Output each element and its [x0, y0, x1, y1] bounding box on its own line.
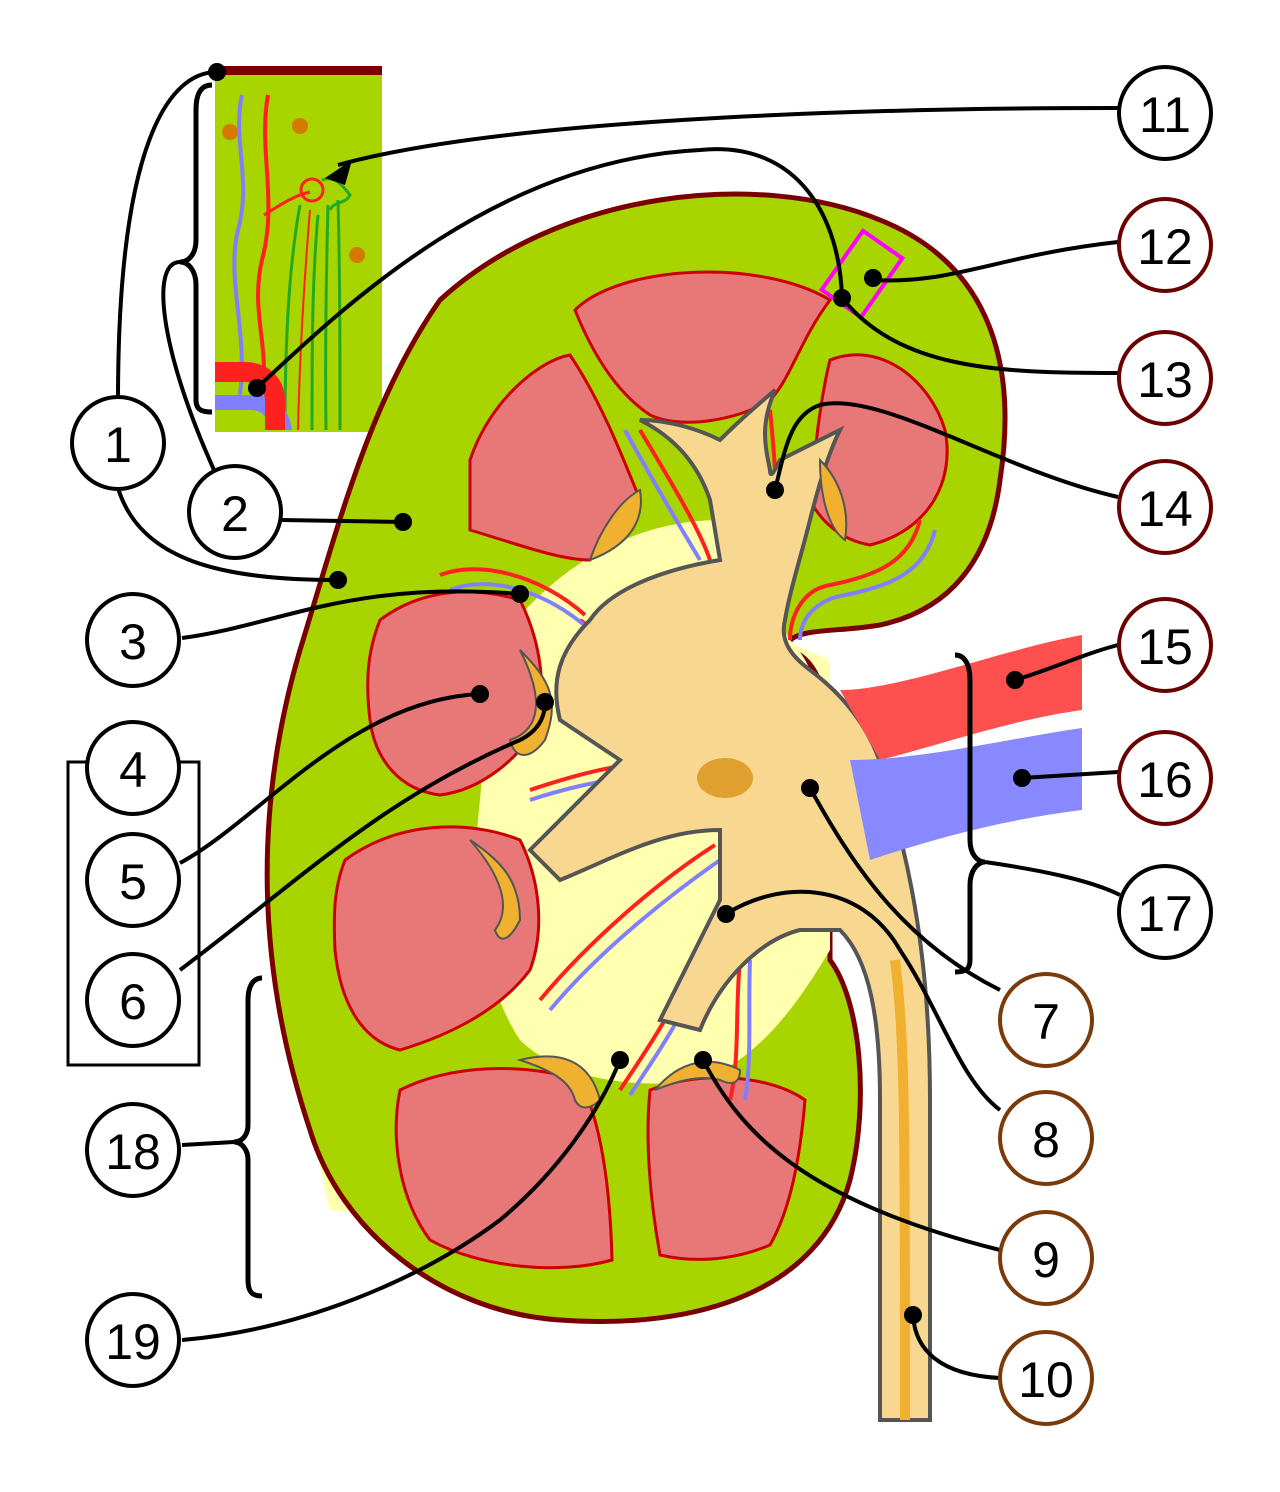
label-3-text: 3 — [119, 614, 147, 670]
label-4: 4 — [85, 720, 181, 816]
label-8: 8 — [998, 1090, 1094, 1186]
label-8-text: 8 — [1032, 1112, 1060, 1168]
label-6: 6 — [85, 952, 181, 1048]
label-2: 2 — [187, 464, 283, 560]
label-17-text: 17 — [1137, 886, 1193, 942]
label-19-circle — [85, 1292, 181, 1388]
label-13-text: 13 — [1137, 352, 1193, 408]
label-14-text: 14 — [1137, 481, 1193, 537]
label-7: 7 — [998, 972, 1094, 1068]
label-19-text: 19 — [105, 1314, 161, 1370]
label-15: 15 — [1117, 597, 1213, 693]
label-11: 11 — [1117, 65, 1213, 161]
label-7-circle — [998, 972, 1094, 1068]
pyramid-bottom-left — [394, 1067, 614, 1270]
label-14-circle — [1117, 459, 1213, 555]
label-9-text: 9 — [1032, 1232, 1060, 1288]
label-4-text: 4 — [119, 742, 147, 798]
label-14: 14 — [1117, 459, 1213, 555]
label-9-circle — [998, 1210, 1094, 1306]
pyramid-lower-left — [332, 825, 541, 1052]
label-9: 9 — [998, 1210, 1094, 1306]
label-3-circle — [85, 592, 181, 688]
label-11-text: 11 — [1139, 87, 1191, 143]
label-13-circle — [1117, 330, 1213, 426]
label-15-circle — [1117, 597, 1213, 693]
label-1-text: 1 — [104, 417, 132, 473]
inset-detail — [215, 66, 382, 432]
renal-vein — [850, 728, 1082, 860]
label-17: 17 — [1117, 864, 1213, 960]
label-3: 3 — [85, 592, 181, 688]
renal-artery — [840, 635, 1082, 760]
label-12-circle — [1117, 197, 1213, 293]
pyramid-bottom-right — [646, 1076, 807, 1261]
label-6-circle — [85, 952, 181, 1048]
label-5-circle — [85, 832, 181, 928]
leader-lines — [116, 63, 1121, 1380]
label-1-circle — [70, 395, 166, 491]
label-10: 10 — [998, 1330, 1094, 1426]
label-17-circle — [1117, 864, 1213, 960]
label-12-text: 12 — [1137, 219, 1193, 275]
pyramid-upper-left — [468, 353, 642, 562]
label-5: 5 — [85, 832, 181, 928]
label-16-text: 16 — [1137, 752, 1193, 808]
label-6-text: 6 — [119, 974, 147, 1030]
label-2-circle — [187, 464, 283, 560]
label-4-circle — [85, 720, 181, 816]
kidney — [264, 191, 1082, 1422]
label-19: 19 — [85, 1292, 181, 1388]
label-8-circle — [998, 1090, 1094, 1186]
label-18-text: 18 — [105, 1124, 161, 1180]
label-16-circle — [1117, 730, 1213, 826]
renal-pelvis — [527, 388, 932, 1422]
label-5-text: 5 — [119, 854, 147, 910]
label-2-text: 2 — [221, 486, 249, 542]
label-16: 16 — [1117, 730, 1213, 826]
label-18-circle — [85, 1102, 181, 1198]
label-7-text: 7 — [1032, 994, 1060, 1050]
label-1: 1 — [70, 395, 166, 491]
label-10-circle — [998, 1330, 1094, 1426]
label-18: 18 — [85, 1102, 181, 1198]
label-10-text: 10 — [1018, 1352, 1074, 1408]
label-12: 12 — [1117, 197, 1213, 293]
label-11-circle — [1117, 65, 1213, 161]
label-15-text: 15 — [1137, 619, 1193, 675]
label-13: 13 — [1117, 330, 1213, 426]
